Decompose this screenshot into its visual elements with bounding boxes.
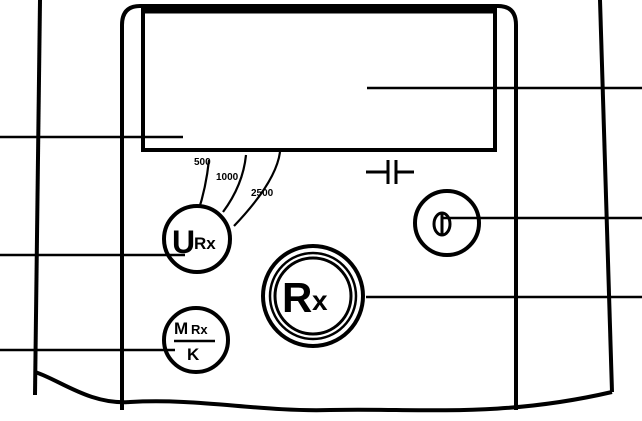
battery-icon: [366, 160, 414, 184]
voltage-scale-labels: 500 1000 2500: [194, 157, 274, 199]
mrx-button-numerator-main: M: [174, 319, 188, 338]
rx-button-sub-label: x: [312, 285, 328, 316]
urx-button-main-label: U: [172, 224, 195, 260]
lcd-display: [141, 8, 497, 152]
voltage-tick-2500: 2500: [251, 188, 274, 199]
voltage-tick-1000: 1000: [216, 172, 239, 183]
mrx-button-numerator-sub: Rx: [191, 322, 208, 337]
voltage-tick-500: 500: [194, 157, 211, 168]
callout-lines: [0, 86, 642, 352]
urx-button-sub-label: Rx: [194, 234, 216, 253]
rx-button-main-label: R: [282, 274, 312, 321]
meter-case-outline: [33, 0, 614, 413]
rx-measure-button[interactable]: R x: [261, 244, 365, 348]
mrx-k-button[interactable]: M Rx K: [162, 306, 230, 374]
meter-bezel: [120, 4, 518, 410]
mrx-button-denominator: K: [187, 345, 200, 364]
urx-button[interactable]: U Rx: [162, 204, 232, 274]
power-button[interactable]: [413, 189, 481, 257]
